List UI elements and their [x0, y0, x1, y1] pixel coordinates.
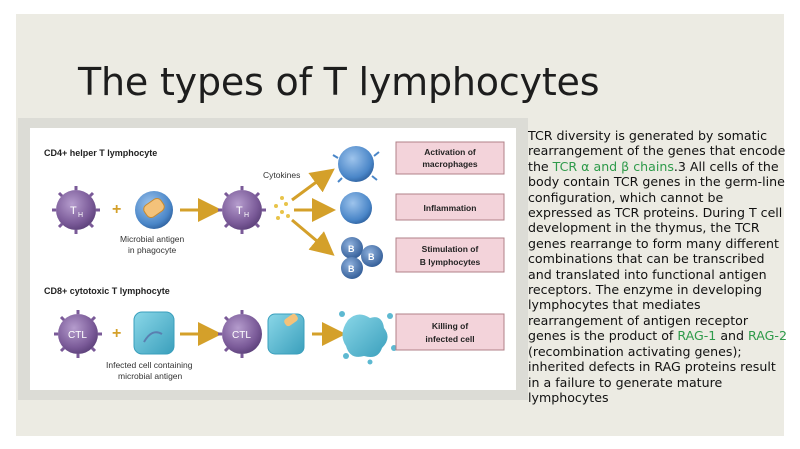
outcome-box-macrophages: Activation of macrophages: [395, 141, 505, 175]
th-label: T: [70, 205, 77, 217]
arrow-icon: [291, 218, 335, 256]
outcome-line1: Inflammation: [424, 203, 477, 213]
body-text-part2: .3 All cells of the body contain TCR gen…: [528, 158, 785, 344]
b-label-3: B: [348, 264, 355, 274]
body-text-part4: (recombination activating genes); inheri…: [528, 343, 776, 405]
outcome-line1: Stimulation of: [422, 244, 479, 254]
plus-sign: +: [112, 201, 121, 218]
outcome-line2: B lymphocytes: [420, 257, 481, 267]
macrophage-icon: [332, 146, 380, 183]
outcome-box-inflammation: Inflammation: [395, 193, 505, 221]
infected-cell-icon: [133, 311, 175, 355]
inflammation-cell-icon: [340, 192, 372, 224]
infected-cell-bound-icon: [267, 313, 305, 355]
b-label-2: B: [368, 252, 375, 262]
infected-line1: Infected cell containing: [106, 360, 193, 370]
ctl-label-2: CTL: [232, 330, 251, 341]
body-text-part3: and: [716, 328, 749, 344]
cytokines-label: Cytokines: [263, 170, 300, 180]
ctl-label: CTL: [68, 330, 87, 341]
killed-cell-icon: [339, 311, 397, 365]
microbial-antigen-line1: Microbial antigen: [120, 234, 185, 244]
ctl-cell-bound-icon: CTL: [218, 310, 262, 358]
b-lymphocytes-icon: B B B: [341, 237, 383, 279]
t-lymphocyte-figure: CD4+ helper T lymphocyte T H + Microbial…: [30, 128, 516, 390]
outcome-line1: Activation of: [424, 147, 476, 157]
phagocyte-icon: [135, 191, 173, 229]
killing-line2: infected cell: [425, 334, 474, 344]
rag1-link[interactable]: RAG-1: [677, 328, 717, 344]
rag2-link[interactable]: RAG-2: [748, 328, 787, 344]
ctl-cell-icon: CTL: [54, 310, 102, 358]
body-text-part1: TCR diversity is generated by somatic re…: [528, 128, 786, 174]
tcr-chains-link[interactable]: TCR α and β chains: [552, 158, 674, 174]
infected-line2: microbial antigen: [118, 371, 183, 381]
killing-line1: Killing of: [432, 321, 469, 331]
th-sub-label: H: [78, 212, 83, 219]
th-sub-label-2: H: [244, 212, 249, 219]
microbial-antigen-line2: in phagocyte: [128, 245, 176, 255]
th-cell-icon: T H: [52, 186, 100, 234]
arrow-icon: [291, 168, 335, 202]
cytokine-dots-icon: [274, 196, 290, 220]
t-lymphocyte-diagram: CD4+ helper T lymphocyte T H + Microbial…: [44, 141, 505, 381]
cd8-heading: CD8+ cytotoxic T lymphocyte: [44, 286, 170, 296]
th-label-2: T: [236, 205, 243, 217]
slide-title: The types of T lymphocytes: [78, 60, 600, 104]
plus-sign-2: +: [112, 325, 121, 342]
activated-th-cell-icon: T H: [218, 186, 266, 234]
b-label-1: B: [348, 244, 355, 254]
cd4-heading: CD4+ helper T lymphocyte: [44, 148, 157, 158]
outcome-box-killing: Killing of infected cell: [395, 313, 505, 351]
outcome-line2: macrophages: [422, 159, 478, 169]
outcome-box-b-lymphocytes: Stimulation of B lymphocytes: [395, 237, 505, 273]
body-paragraph: TCR diversity is generated by somatic re…: [528, 128, 790, 405]
